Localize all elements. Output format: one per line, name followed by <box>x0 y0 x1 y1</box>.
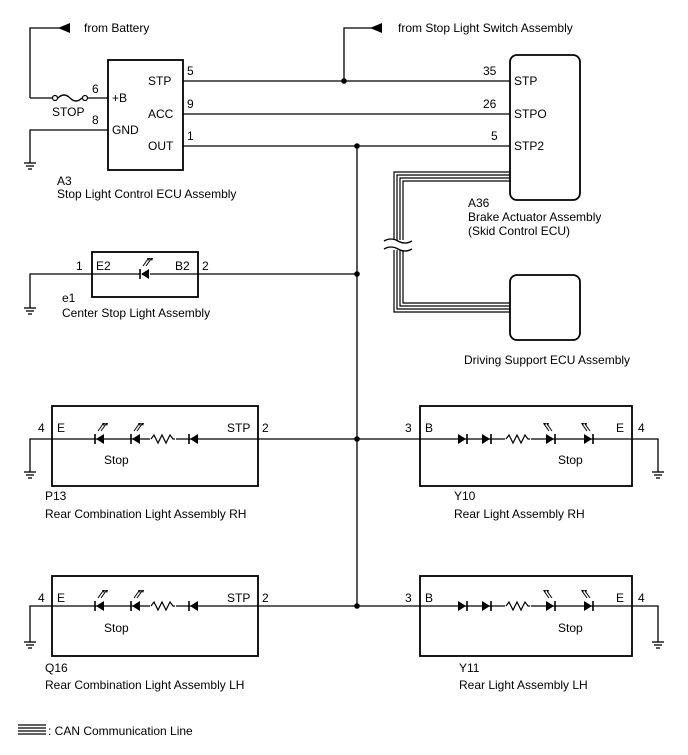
pin-stp-label: STP <box>148 74 171 88</box>
a36-pin-stp-number: 35 <box>483 64 497 78</box>
pin-b-plus-number: 6 <box>92 82 99 96</box>
y10-pin-right-label: E <box>616 421 624 435</box>
junction-dot <box>341 78 347 84</box>
p13-pin-right-number: 2 <box>262 421 269 435</box>
junction-dot <box>354 436 360 442</box>
y10-pin-left-number: 3 <box>405 421 412 435</box>
y10-pin-left-label: B <box>425 421 433 435</box>
pin-stp-number: 5 <box>187 64 194 78</box>
legend: : CAN Communication Line <box>18 724 193 738</box>
y11-pin-left-label: B <box>425 591 433 605</box>
arrow-left-icon <box>58 23 70 33</box>
ecu-a36: STP STPO STP2 35 26 5 A36 Brake Actuator… <box>468 54 601 238</box>
q16-element-label: Stop <box>104 621 129 635</box>
ground-icon <box>23 307 37 315</box>
y11-pin-right-label: E <box>616 591 624 605</box>
q16-name: Rear Combination Light Assembly LH <box>45 678 244 692</box>
pin-out-number: 1 <box>187 129 194 143</box>
junction-dot <box>354 603 360 609</box>
p13-element-label: Stop <box>104 453 129 467</box>
a3-ground-wire <box>29 129 108 163</box>
arrow-left-icon <box>370 23 382 33</box>
ground-icon <box>23 471 37 479</box>
ground-icon <box>651 471 665 479</box>
rear-light-lh: B E 3 4 Stop Y11 Rear Light Assembly LH <box>405 575 645 692</box>
a36-subname: (Skid Control ECU) <box>468 224 570 238</box>
battery-label: from Battery <box>84 21 149 35</box>
y11-pin-right-number: 4 <box>638 591 645 605</box>
a36-pin-stpo-label: STPO <box>514 107 547 121</box>
e1-pin-left-label: E2 <box>96 259 111 273</box>
break-mark-icon <box>383 246 413 252</box>
driving-support-name: Driving Support ECU Assembly <box>464 353 630 367</box>
p13-code: P13 <box>45 489 67 503</box>
y11-pin-left-number: 3 <box>405 591 412 605</box>
y10-ground-wire <box>632 438 659 472</box>
pin-gnd-label: GND <box>112 123 139 137</box>
rear-combination-light-rh: E STP 4 2 Stop P13 Rear Combination Ligh… <box>38 405 269 521</box>
p13-pin-right-label: STP <box>227 421 250 435</box>
ecu-a3-code: A3 <box>57 174 72 188</box>
y11-name: Rear Light Assembly LH <box>459 678 588 692</box>
pin-out-label: OUT <box>148 139 174 153</box>
ground-icon <box>23 641 37 649</box>
a36-code: A36 <box>468 196 490 210</box>
pin-b-plus-label: +B <box>112 91 127 105</box>
a36-pin-stpo-number: 26 <box>483 97 497 111</box>
e1-pin-right-number: 2 <box>202 259 209 273</box>
ground-icon <box>23 162 37 170</box>
q16-code: Q16 <box>45 661 68 675</box>
q16-pin-left-number: 4 <box>38 591 45 605</box>
ground-icon <box>651 641 665 649</box>
stop-light-switch-feed: from Stop Light Switch Assembly <box>343 21 573 81</box>
y10-element-label: Stop <box>558 453 583 467</box>
y11-ground-wire <box>632 605 659 642</box>
break-mark-icon <box>383 238 413 244</box>
p13-name: Rear Combination Light Assembly RH <box>45 507 246 521</box>
fuse-label: STOP <box>52 105 84 119</box>
a36-pin-stp2-number: 5 <box>491 129 498 143</box>
a36-pin-stp-label: STP <box>514 74 537 88</box>
q16-pin-right-number: 2 <box>262 591 269 605</box>
junction-dot <box>354 271 360 277</box>
a36-name: Brake Actuator Assembly <box>468 210 601 224</box>
ecu-a3-name: Stop Light Control ECU Assembly <box>57 187 236 201</box>
fuse-icon <box>57 94 83 102</box>
pin-gnd-number: 8 <box>92 113 99 127</box>
ecu-a3: +B GND STP ACC OUT 6 8 5 9 1 A3 Stop Lig… <box>57 59 236 201</box>
y11-element-label: Stop <box>558 621 583 635</box>
legend-can-label: : CAN Communication Line <box>48 724 193 738</box>
stop-fuse: STOP <box>30 94 108 119</box>
y11-code: Y11 <box>459 661 480 675</box>
y10-code: Y10 <box>454 489 476 503</box>
p13-pin-left-number: 4 <box>38 421 45 435</box>
stop-light-switch-label: from Stop Light Switch Assembly <box>398 21 573 35</box>
e1-code: e1 <box>62 291 76 305</box>
e1-name: Center Stop Light Assembly <box>62 306 210 320</box>
q16-pin-right-label: STP <box>227 591 250 605</box>
q16-ground-wire <box>29 605 52 642</box>
q16-pin-left-label: E <box>57 591 65 605</box>
can-bus-bundle <box>383 171 510 313</box>
y10-pin-right-number: 4 <box>638 421 645 435</box>
pin-acc-label: ACC <box>148 107 174 121</box>
battery-feed: from Battery <box>29 21 149 98</box>
p13-ground-wire <box>29 438 52 472</box>
a36-pin-stp2-label: STP2 <box>514 139 544 153</box>
driving-support-ecu: Driving Support ECU Assembly <box>464 274 630 367</box>
rear-combination-light-lh: E STP 4 2 Stop Q16 Rear Combination Ligh… <box>38 575 269 692</box>
center-stop-light: E2 B2 1 2 e1 Center Stop Light Assembly <box>62 251 210 320</box>
p13-pin-left-label: E <box>57 421 65 435</box>
e1-pin-right-label: B2 <box>175 259 190 273</box>
y10-name: Rear Light Assembly RH <box>454 507 585 521</box>
pin-acc-number: 9 <box>187 97 194 111</box>
e1-pin-left-number: 1 <box>76 259 83 273</box>
e1-ground-wire <box>29 273 92 308</box>
rear-light-rh: B E 3 4 Stop Y10 Rear Light Assembly RH <box>405 405 645 521</box>
